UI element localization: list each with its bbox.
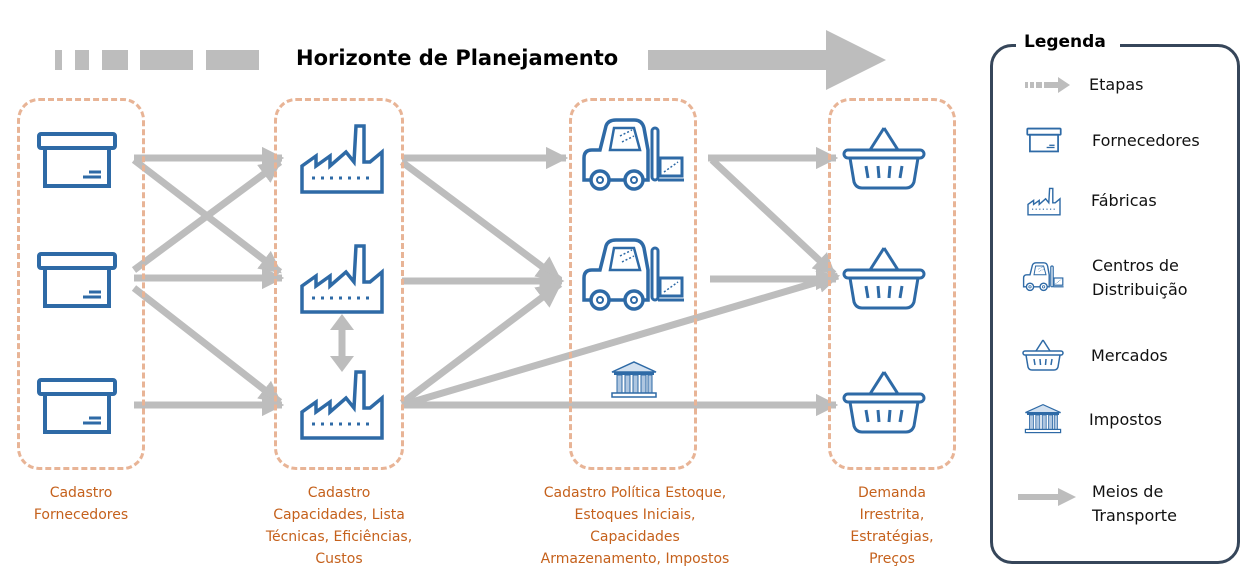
transport-arrows (131, 146, 841, 417)
arrow-f3-m2 (401, 270, 841, 409)
legend-label-impostos: Impostos (1089, 410, 1162, 429)
arrow-s2-f3 (131, 285, 283, 405)
legend-label-centros-distribuicao: Centros de Distribuição (1092, 256, 1188, 299)
legend-dashed-arrow-icon (1025, 77, 1070, 93)
stage-box-fabricas (274, 98, 404, 470)
arrow-s2-f1 (131, 159, 283, 273)
arrow-d1-m2 (709, 157, 837, 277)
factory-transfer-double-arrow (330, 314, 354, 372)
stage-label-mercados: Demanda Irrestrita, Estratégias, Preços (850, 485, 934, 567)
stage-label-fornecedores: Cadastro Fornecedores (33, 485, 129, 523)
legend-label-mercados: Mercados (1091, 346, 1168, 365)
legend-label-fabricas: Fábricas (1091, 191, 1157, 210)
stage-label-centros-distribuicao: Cadastro Política Estoque, Estoques Inic… (540, 485, 730, 567)
stage-label-fabricas: Cadastro Capacidades, Lista Técnicas, Ef… (265, 485, 413, 567)
planning-horizon-title: Horizonte de Planejamento (296, 46, 619, 70)
legend-title: Legenda (1016, 32, 1120, 52)
legend-label-fornecedores: Fornecedores (1092, 131, 1200, 150)
horizon-dashed-arrow-icon (55, 30, 886, 90)
arrow-f3-d2 (399, 281, 563, 406)
legend-label-meios-transporte: Meios de Transporte (1092, 482, 1177, 525)
stage-box-fornecedores (17, 98, 145, 470)
legend-transport-arrow-icon (1018, 488, 1076, 506)
stage-box-centros-distribuicao (569, 98, 697, 470)
stage-box-mercados (828, 98, 956, 470)
arrow-f1-d2 (399, 159, 563, 283)
legend-label-etapas: Etapas (1089, 75, 1144, 94)
